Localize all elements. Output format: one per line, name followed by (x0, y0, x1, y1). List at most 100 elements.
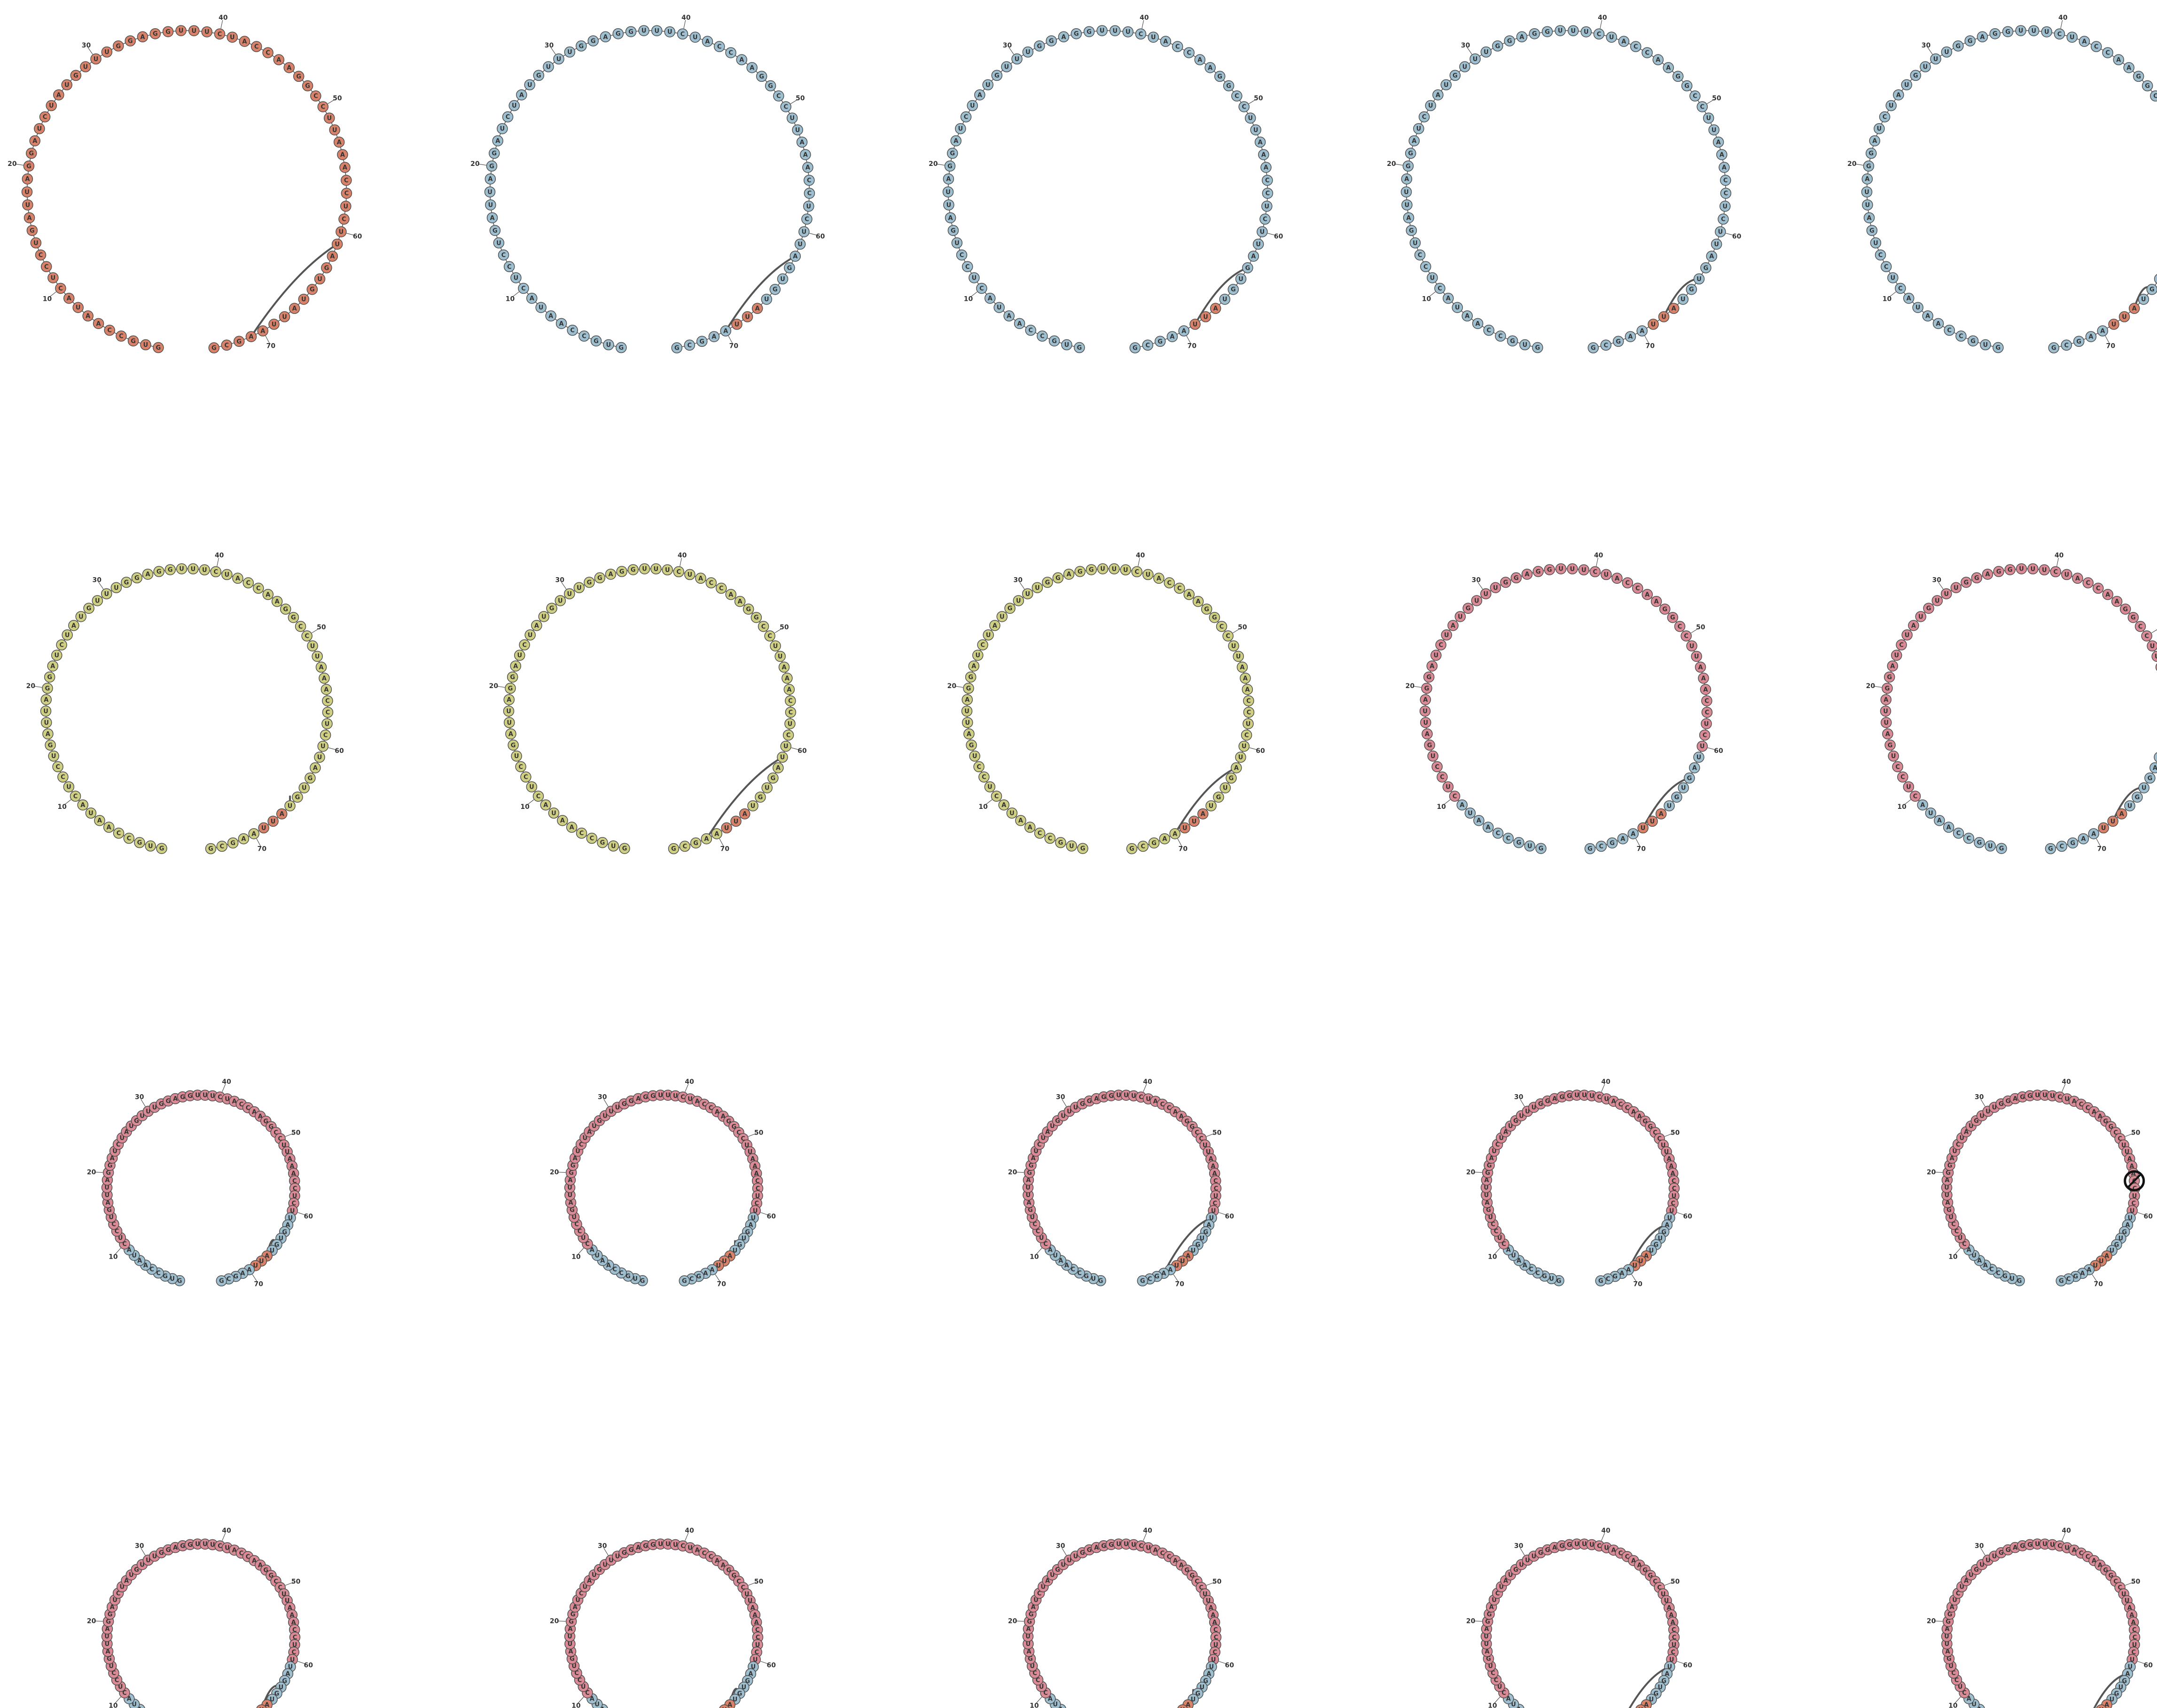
nucleotide-circle (1720, 174, 1731, 186)
nucleotide-circle (524, 79, 535, 91)
nucleotide: U (543, 61, 554, 72)
nucleotide-circle (1259, 213, 1271, 225)
index-label: 30 (1003, 42, 1012, 49)
nucleotide-letter: A (507, 697, 511, 704)
structure-panel-16: GUGCCAAUAC10UCCUGAUUAG20GAUCUAUGUU30UGGA… (87, 1527, 313, 1708)
nucleotide-letter: U (1473, 56, 1478, 63)
nucleotide: U (1261, 201, 1273, 212)
nucleotide-letter: C (1244, 732, 1249, 739)
nucleotide: G (1532, 342, 1543, 353)
nucleotide-letter: G (188, 1093, 193, 1100)
nucleotide-letter: U (1430, 753, 1436, 760)
nucleotide-circle (227, 31, 238, 43)
index-tick (1141, 20, 1144, 29)
nucleotide: U (1901, 629, 1913, 641)
nucleotide: U (175, 25, 187, 36)
nucleotide: C (1696, 101, 1708, 112)
nucleotide-circle (804, 188, 815, 199)
nucleotide-circle (70, 791, 81, 802)
nucleotide: U (1430, 650, 1442, 661)
nucleotide-letter: U (195, 1092, 200, 1099)
nucleotide-letter: G (168, 567, 173, 574)
nucleotide-letter: A (738, 598, 742, 605)
nucleotide-letter: U (1883, 720, 1889, 727)
nucleotide-circle (1480, 46, 1492, 58)
index-label: 30 (1932, 577, 1942, 584)
nucleotide-letter: G (1109, 1542, 1114, 1549)
nucleotide-letter: U (1192, 818, 1197, 825)
nucleotide-circle (1495, 330, 1506, 342)
nucleotide: U (1711, 238, 1722, 250)
nucleotide: G (546, 603, 557, 614)
nucleotide-letter: U (43, 708, 48, 715)
nucleotide-letter: U (1681, 785, 1686, 792)
nucleotide-letter: U (795, 127, 800, 134)
nucleotide-letter: U (606, 342, 611, 349)
nucleotide-letter: G (1074, 31, 1079, 38)
nucleotide-letter: G (631, 567, 636, 574)
nucleotide-letter: G (1077, 345, 1082, 352)
nucleotide-letter: C (1645, 50, 1649, 57)
nucleotide: A (2128, 303, 2140, 314)
nucleotide: G (42, 682, 53, 694)
nucleotide: C (214, 28, 226, 40)
nucleotide: U (1032, 582, 1043, 594)
nucleotide-letter: A (1430, 663, 1434, 670)
nucleotide-circle (956, 249, 968, 261)
nucleotide: U (564, 588, 575, 600)
nucleotide-letter: G (787, 265, 792, 272)
nucleotide: A (1932, 318, 1944, 329)
nucleotide-letter: A (569, 1648, 573, 1655)
nucleotide-letter: U (1238, 276, 1243, 283)
nucleotide-letter: G (153, 31, 158, 38)
nucleotide: U (1427, 272, 1438, 283)
nucleotide-letter: G (2008, 567, 2013, 574)
nucleotide-circle (943, 173, 954, 185)
nucleotide-letter: G (324, 265, 329, 272)
nucleotide: A (1618, 36, 1630, 47)
nucleotide: C (1044, 832, 1056, 844)
nucleotide: G (594, 572, 606, 584)
nucleotide-letter: U (1444, 632, 1449, 639)
nucleotide-letter: C (58, 285, 63, 292)
nucleotide-circle (23, 212, 35, 224)
nucleotide-letter: G (1109, 1093, 1114, 1100)
nucleotide: U (267, 815, 279, 827)
nucleotide: U (1459, 61, 1470, 72)
nucleotide: U (1022, 588, 1033, 600)
nucleotide-circle (317, 101, 328, 112)
nucleotide-letter: C (1438, 642, 1443, 649)
nucleotide-circle (802, 162, 813, 173)
nucleotide-letter: U (1231, 643, 1236, 650)
nucleotide-letter: G (616, 31, 621, 38)
nucleotide-letter: A (1946, 1199, 1950, 1207)
nucleotide: C (1718, 213, 1729, 225)
nucleotide: G (584, 577, 595, 588)
nucleotide-letter: G (1535, 345, 1540, 352)
nucleotide-letter: A (1620, 836, 1625, 843)
nucleotide-letter: C (1700, 104, 1704, 111)
nucleotide-letter: U (288, 803, 293, 810)
nucleotide-letter: U (507, 720, 512, 727)
nucleotide: A (974, 89, 985, 101)
nucleotide-letter: A (80, 802, 85, 809)
nucleotide: G (966, 739, 977, 751)
nucleotide: U (1885, 100, 1897, 111)
nucleotide: A (2078, 833, 2089, 845)
index-label: 70 (2094, 1281, 2103, 1288)
nucleotide-circle (2108, 319, 2119, 330)
nucleotide-letter: G (1101, 1094, 1106, 1101)
nucleotide-letter: G (628, 29, 633, 36)
nucleotide-letter: C (1878, 252, 1883, 259)
nucleotide-letter: A (241, 836, 246, 843)
nucleotide-letter: C (960, 252, 964, 259)
nucleotide: C (1589, 566, 1601, 578)
nucleotide-letter: U (1468, 810, 1473, 817)
index-tick (1927, 47, 1933, 55)
nucleotide-circle (103, 822, 115, 833)
nucleotide-circle (1719, 162, 1730, 173)
nucleotide-letter: U (1182, 825, 1188, 832)
nucleotide-circle (331, 238, 343, 250)
nucleotide-letter: G (211, 345, 217, 352)
nucleotide: A (1242, 684, 1253, 695)
